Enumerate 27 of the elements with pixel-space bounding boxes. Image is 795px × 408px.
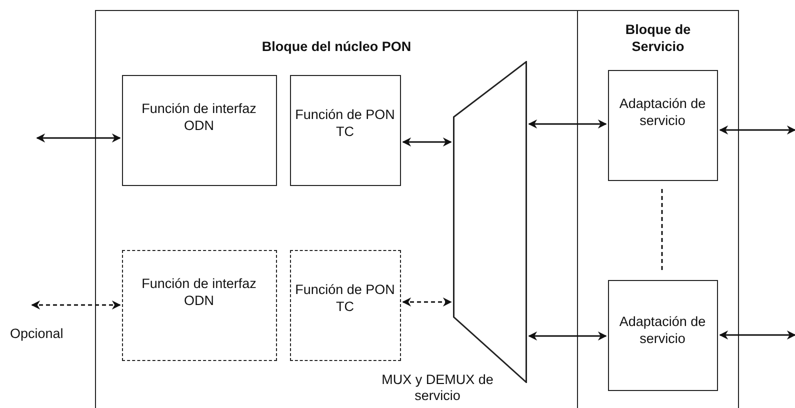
caption-text: MUX y DEMUX de servicio <box>380 372 494 406</box>
box-label: Función de interfaz ODN <box>140 101 258 135</box>
box-label: Adaptación de servicio <box>618 96 707 130</box>
arrow <box>402 138 452 146</box>
dotted-connector <box>661 189 663 272</box>
box-label: Adaptación de servicio <box>618 314 707 348</box>
service-block-panel <box>577 10 739 408</box>
box-label: Función de interfaz ODN <box>140 276 258 310</box>
arrow <box>36 134 121 142</box>
arrow <box>719 126 795 134</box>
block-title: Bloque del núcleo PON <box>260 39 412 56</box>
arrow <box>528 120 607 128</box>
optional-function-box <box>290 250 400 360</box>
arrow <box>402 298 452 306</box>
function-box <box>122 74 276 186</box>
arrow <box>528 332 607 340</box>
note-label: Opcional <box>10 326 64 341</box>
block-title: Bloque de Servicio <box>624 22 692 56</box>
service-adaptation-box <box>608 280 718 390</box>
core-block-panel <box>95 10 578 408</box>
box-label: Función de PON TC <box>294 107 396 141</box>
function-box <box>290 74 400 186</box>
box-label: Función de PON TC <box>294 282 396 316</box>
service-adaptation-box <box>608 70 718 180</box>
arrow <box>31 300 121 310</box>
arrow <box>719 330 795 340</box>
optional-function-box <box>122 250 276 360</box>
